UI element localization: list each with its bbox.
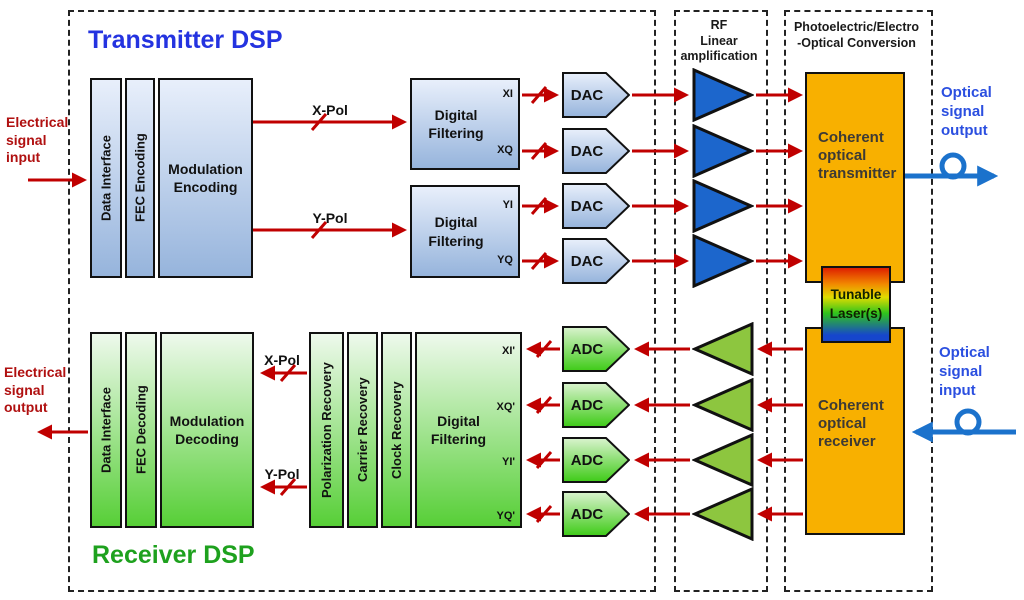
dac-label: DAC (570, 197, 604, 215)
adc-block: ADC (562, 382, 631, 428)
port-label-yq-prime: YQ' (496, 510, 515, 522)
adc-block: ADC (562, 437, 631, 483)
adc-label: ADC (570, 451, 604, 469)
rf-amplifier-icon (691, 432, 754, 492)
coherent-optical-receiver-block: Coherent optical receiver (805, 327, 905, 535)
digital-filtering-label: Digital Filtering (428, 106, 484, 141)
rx-decoder-block: Data Interface FEC Decoding Modulation D… (90, 332, 254, 528)
dac-label: DAC (570, 142, 604, 160)
y-pol-label-tx: Y-Pol (312, 210, 348, 226)
polarization-recovery-block: Polarization Recovery (309, 332, 344, 528)
port-label-xi-prime: XI' (501, 345, 515, 357)
photoelectric-conversion-header: Photoelectric/Electro -Optical Conversio… (793, 20, 920, 50)
receiver-dsp-title: Receiver DSP (92, 541, 255, 569)
tx-encoder-block: Data Interface FEC Encoding Modulation E… (90, 78, 253, 278)
rf-amplifier-icon (691, 321, 754, 381)
rf-amplifier-icon (692, 123, 755, 183)
photoelectric-conversion-region-border (784, 10, 933, 592)
modulation-encoding-block: Modulation Encoding (158, 78, 253, 278)
dac-shape-icon (562, 238, 631, 284)
electrical-signal-output-label: Electrical signal output (4, 364, 67, 415)
port-label-yi-prime: YI' (501, 456, 515, 468)
data-interface-block-tx: Data Interface (90, 78, 122, 278)
port-label-xq-prime: XQ' (496, 401, 515, 413)
port-label-xq: XQ (497, 144, 513, 156)
dsp-region-border (68, 10, 656, 592)
rf-amplification-header: RF Linear amplification (680, 18, 758, 64)
dac-label: DAC (570, 252, 604, 270)
fiber-coil-icon (954, 408, 982, 436)
adc-label: ADC (570, 340, 604, 358)
coherent-optical-receiver-label: Coherent optical receiver (818, 397, 884, 450)
dac-shape-icon (562, 183, 631, 229)
x-pol-label-rx: X-Pol (264, 352, 300, 368)
adc-label: ADC (570, 396, 604, 414)
fiber-coil-icon (939, 152, 967, 180)
rf-amplifier-icon (692, 233, 755, 293)
dac-shape-icon (562, 72, 631, 118)
digital-filtering-block-rx: Digital Filtering XI' XQ' YI' YQ' (415, 332, 522, 528)
y-pol-label-rx: Y-Pol (264, 466, 300, 482)
carrier-recovery-block: Carrier Recovery (347, 332, 378, 528)
coherent-optical-transmitter-block: Coherent optical transmitter (805, 72, 905, 283)
rf-amplifier-icon (691, 377, 754, 437)
rf-amplifier-icon (691, 486, 754, 546)
dac-shape-icon (562, 128, 631, 174)
port-label-yq: YQ (497, 254, 513, 266)
clock-recovery-block: Clock Recovery (381, 332, 412, 528)
optical-signal-input-label: Optical signal input (939, 344, 990, 399)
port-label-xi: XI (502, 88, 513, 100)
adc-block: ADC (562, 491, 631, 537)
rf-amplifier-icon (692, 67, 755, 127)
digital-filtering-block-ypol: Digital Filtering YI YQ (410, 185, 520, 278)
adc-label: ADC (570, 505, 604, 523)
rf-amplifier-icon (692, 178, 755, 238)
digital-filtering-label: Digital Filtering (428, 214, 484, 249)
dac-block: DAC (562, 183, 631, 229)
dac-label: DAC (570, 86, 604, 104)
rx-recovery-block: Polarization Recovery Carrier Recovery C… (309, 332, 522, 528)
adc-shape-icon (562, 326, 631, 372)
optical-signal-output-label: Optical signal output (941, 84, 992, 139)
coherent-optical-transmitter-label: Coherent optical transmitter (818, 129, 897, 182)
port-label-yi: YI (502, 199, 513, 211)
electrical-signal-input-label: Electrical signal input (6, 114, 69, 165)
data-interface-block-rx: Data Interface (90, 332, 122, 528)
dac-block: DAC (562, 238, 631, 284)
adc-shape-icon (562, 491, 631, 537)
fec-decoding-block: FEC Decoding (125, 332, 157, 528)
dac-block: DAC (562, 128, 631, 174)
x-pol-label-tx: X-Pol (312, 102, 348, 118)
transmitter-dsp-title: Transmitter DSP (88, 26, 283, 54)
dac-block: DAC (562, 72, 631, 118)
adc-block: ADC (562, 326, 631, 372)
tunable-laser-block: Tunable Laser(s) (821, 266, 891, 343)
modulation-decoding-block: Modulation Decoding (160, 332, 254, 528)
adc-shape-icon (562, 382, 631, 428)
fec-encoding-block: FEC Encoding (125, 78, 155, 278)
digital-filtering-block-xpol: Digital Filtering XI XQ (410, 78, 520, 170)
adc-shape-icon (562, 437, 631, 483)
digital-filtering-label: Digital Filtering (430, 412, 487, 447)
rf-amplification-region-border (674, 10, 768, 592)
